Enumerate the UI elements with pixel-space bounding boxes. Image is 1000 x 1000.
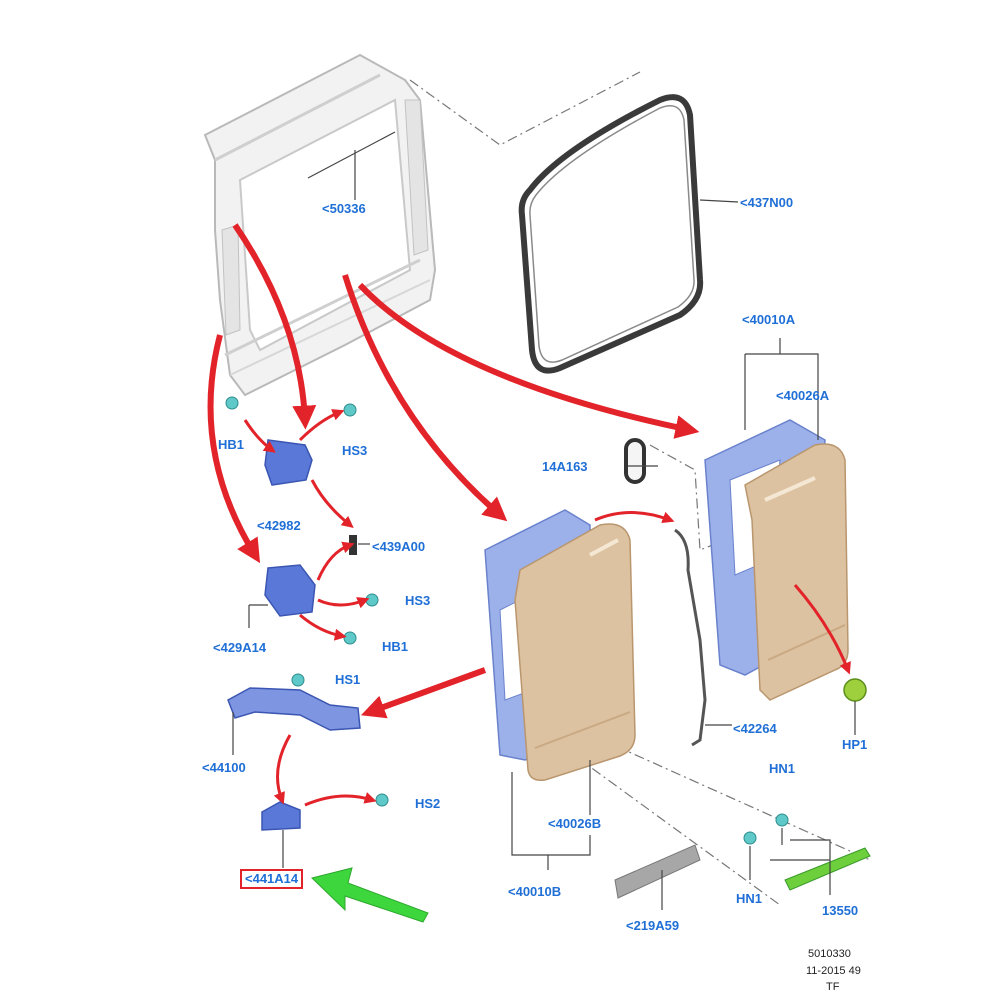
callout-44100: <44100: [202, 760, 246, 775]
callout-hs3-top: HS3: [342, 443, 368, 458]
callout-hn1-bottom: HN1: [736, 891, 763, 906]
callout-14a163: 14A163: [542, 459, 588, 474]
callout-42982: <42982: [257, 518, 301, 533]
callout-40026a: <40026A: [776, 388, 830, 403]
bracket-44100: [227, 687, 361, 731]
fastener-hs3-mid: [365, 593, 379, 607]
callout-hs3-mid: HS3: [405, 593, 431, 608]
callout-40010a: <40010A: [742, 312, 796, 327]
window-seal: [518, 94, 704, 374]
callout-437n00: <437N00: [740, 195, 794, 210]
plate-219a59: [614, 844, 701, 899]
fastener-arrows: [243, 409, 377, 807]
plug-hp1: [843, 678, 867, 702]
callout-hs2: HS2: [415, 796, 441, 811]
left-door-assembly: [484, 509, 636, 782]
callout-50336: <50336: [322, 201, 366, 216]
hinge-429a14: [264, 564, 316, 617]
callout-439a00: <439A00: [372, 539, 426, 554]
bracket-441a14: [261, 801, 301, 831]
fastener-hs2: [375, 793, 389, 807]
illustration-suffix: TF: [826, 981, 840, 993]
callout-40010b: <40010B: [508, 884, 562, 899]
fastener-hs3-top: [343, 403, 357, 417]
leader-lines: [232, 131, 856, 910]
callout-hb1-top: HB1: [218, 437, 245, 452]
callout-219a59: <219A59: [626, 918, 680, 933]
callout-429a14: <429A14: [213, 640, 267, 655]
right-door-assembly: [704, 419, 849, 701]
fastener-hs1: [291, 673, 305, 687]
illustration-number: 5010330: [808, 948, 851, 960]
callout-hb1-mid: HB1: [382, 639, 409, 654]
seal-14a163: [624, 438, 646, 484]
callout-40026b: <40026B: [548, 816, 602, 831]
callout-42264: <42264: [733, 721, 777, 736]
pad-439a00: [349, 535, 357, 555]
check-strap-42264: [674, 528, 707, 747]
callout-13550: 13550: [822, 903, 859, 918]
reflector-13550: [784, 847, 871, 891]
fastener-hb1-top: [225, 396, 239, 410]
assembly-arrows: [207, 223, 851, 719]
hinge-42982: [264, 439, 313, 486]
highlight-pointer-arrow: [311, 867, 429, 923]
fastener-hb1-mid: [343, 631, 357, 645]
callout-hs1: HS1: [335, 672, 361, 687]
callout-hn1-top: HN1: [769, 761, 796, 776]
fastener-hn1-bottom: [743, 831, 757, 845]
illustration-date-code: 11-2015 49: [806, 965, 861, 977]
callout-441a14-highlighted[interactable]: <441A14: [240, 869, 304, 889]
fastener-hn1-top: [775, 813, 789, 827]
body-aperture-frame: [203, 53, 437, 397]
callout-hp1: HP1: [842, 737, 868, 752]
